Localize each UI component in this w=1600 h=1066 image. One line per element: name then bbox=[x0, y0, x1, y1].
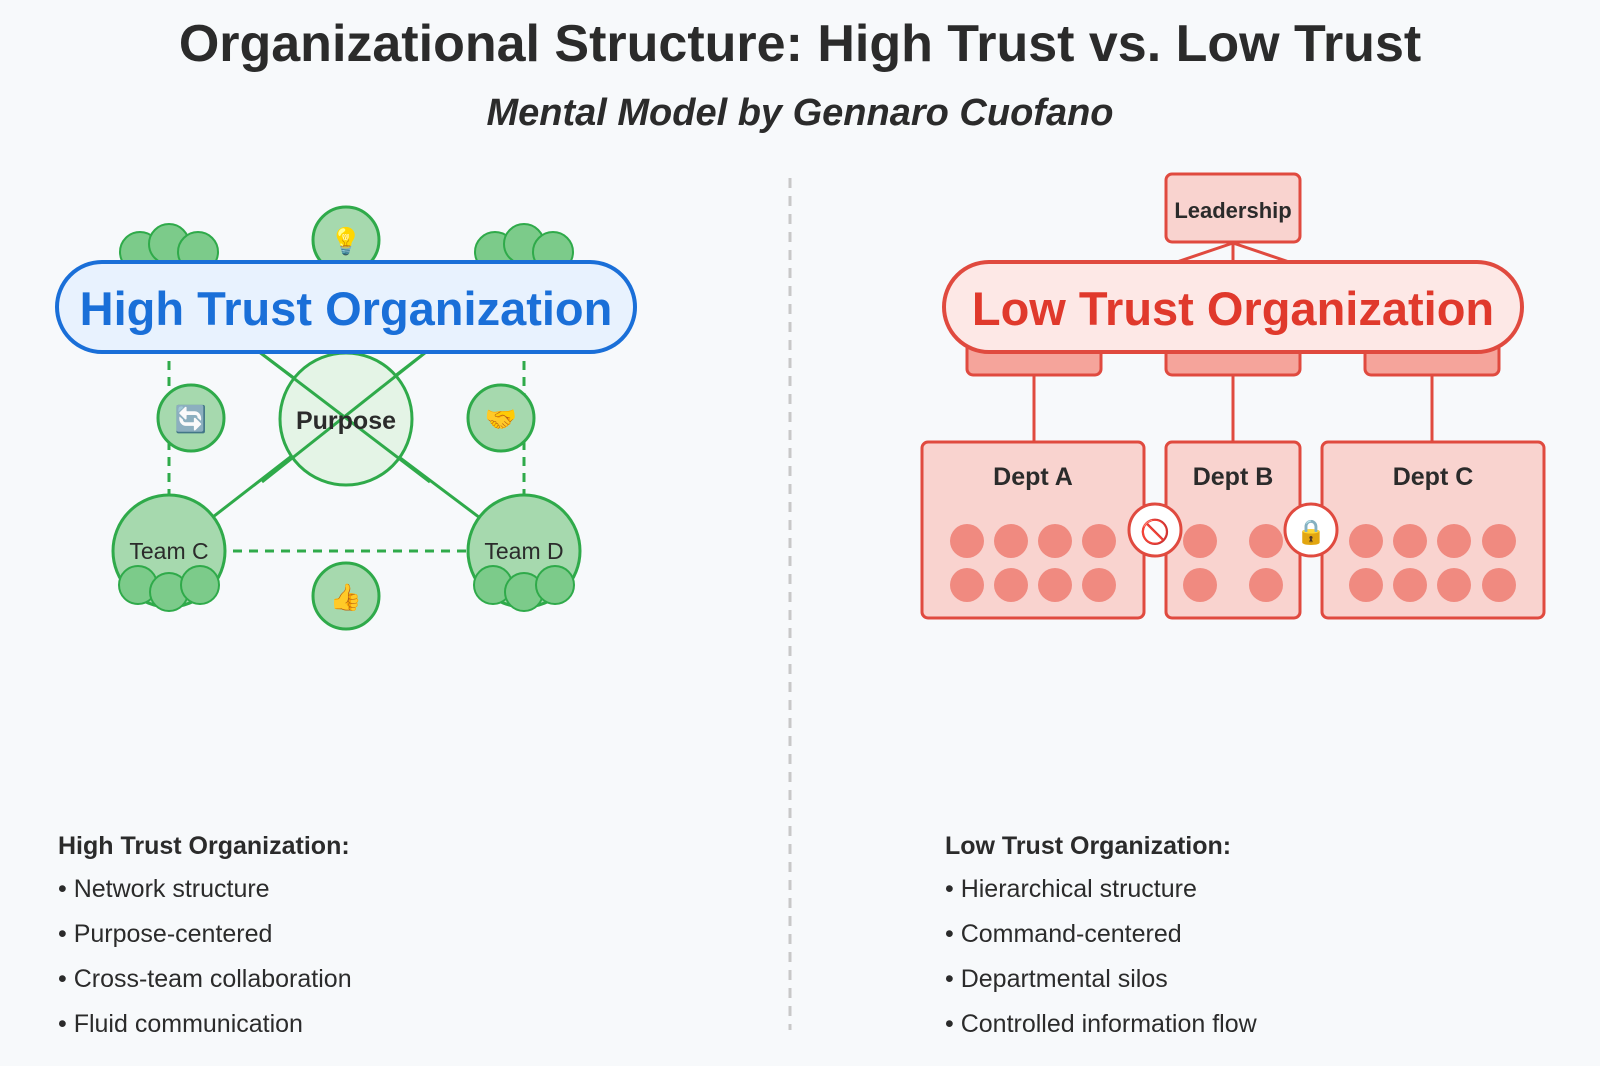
list-item: Departmental silos bbox=[945, 965, 1257, 994]
dept-c-label: Dept C bbox=[1393, 463, 1474, 491]
high-trust-notes: High Trust Organization: Network structu… bbox=[58, 832, 352, 1055]
low-trust-banner: Low Trust Organization bbox=[942, 260, 1524, 354]
high-trust-banner: High Trust Organization bbox=[55, 260, 637, 354]
high-trust-banner-label: High Trust Organization bbox=[80, 282, 613, 335]
barrier-node bbox=[1283, 502, 1339, 558]
leadership-node: Leadership bbox=[1164, 172, 1302, 244]
handshake-icon: 🤝 bbox=[485, 404, 517, 434]
low-trust-notes-list: Hierarchical structure Command-centered … bbox=[945, 875, 1257, 1039]
lightbulb-icon: 💡 bbox=[330, 226, 362, 256]
list-item: Controlled information flow bbox=[945, 1010, 1257, 1039]
cycle-node bbox=[156, 383, 226, 453]
high-trust-notes-heading: High Trust Organization: bbox=[58, 832, 350, 860]
handshake-node bbox=[466, 383, 536, 453]
low-trust-notes: Low Trust Organization: Hierarchical str… bbox=[945, 832, 1257, 1055]
high-trust-network: 💡 Team C Team D 🔄 🤝 👍 Purp bbox=[55, 205, 637, 631]
list-item: Network structure bbox=[58, 875, 352, 904]
team-c-node: Team C bbox=[111, 493, 227, 612]
thumbs-up-icon: 👍 bbox=[330, 582, 362, 612]
dept-a-label: Dept A bbox=[993, 463, 1073, 491]
high-trust-notes-list: Network structure Purpose-centered Cross… bbox=[58, 875, 352, 1039]
leadership-label: Leadership bbox=[1174, 198, 1291, 223]
lock-icon: 🔒 bbox=[1296, 519, 1326, 546]
list-item: Cross-team collaboration bbox=[58, 965, 352, 994]
list-item: Fluid communication bbox=[58, 1010, 352, 1039]
dept-b-label: Dept B bbox=[1193, 463, 1274, 491]
team-d-label: Team D bbox=[484, 538, 563, 564]
blocked-icon: 🚫 bbox=[1140, 518, 1170, 546]
page-title: Organizational Structure: High Trust vs.… bbox=[178, 15, 1422, 73]
low-trust-hierarchy: Leadership Dept A Dept B bbox=[920, 172, 1546, 620]
list-item: Purpose-centered bbox=[58, 920, 352, 949]
team-d-node: Team D bbox=[466, 493, 582, 612]
dept-a-members bbox=[950, 524, 1116, 602]
purpose-node: Purpose bbox=[249, 343, 436, 487]
dept-c-members bbox=[1349, 524, 1516, 602]
dept-c-node: Dept C bbox=[1320, 440, 1546, 620]
list-item: Hierarchical structure bbox=[945, 875, 1257, 904]
purpose-label: Purpose bbox=[296, 407, 396, 435]
barrier-node bbox=[1127, 502, 1183, 558]
dept-b-members bbox=[1183, 524, 1283, 602]
low-trust-notes-heading: Low Trust Organization: bbox=[945, 832, 1232, 860]
thumbs-up-node bbox=[311, 561, 381, 631]
page-subtitle: Mental Model by Gennaro Cuofano bbox=[486, 92, 1114, 134]
dept-a-node: Dept A bbox=[920, 440, 1146, 620]
cycle-icon: 🔄 bbox=[175, 404, 207, 434]
list-item: Command-centered bbox=[945, 920, 1257, 949]
low-trust-banner-label: Low Trust Organization bbox=[972, 282, 1494, 335]
dept-b-node: Dept B bbox=[1164, 440, 1302, 620]
team-c-label: Team C bbox=[129, 538, 208, 564]
